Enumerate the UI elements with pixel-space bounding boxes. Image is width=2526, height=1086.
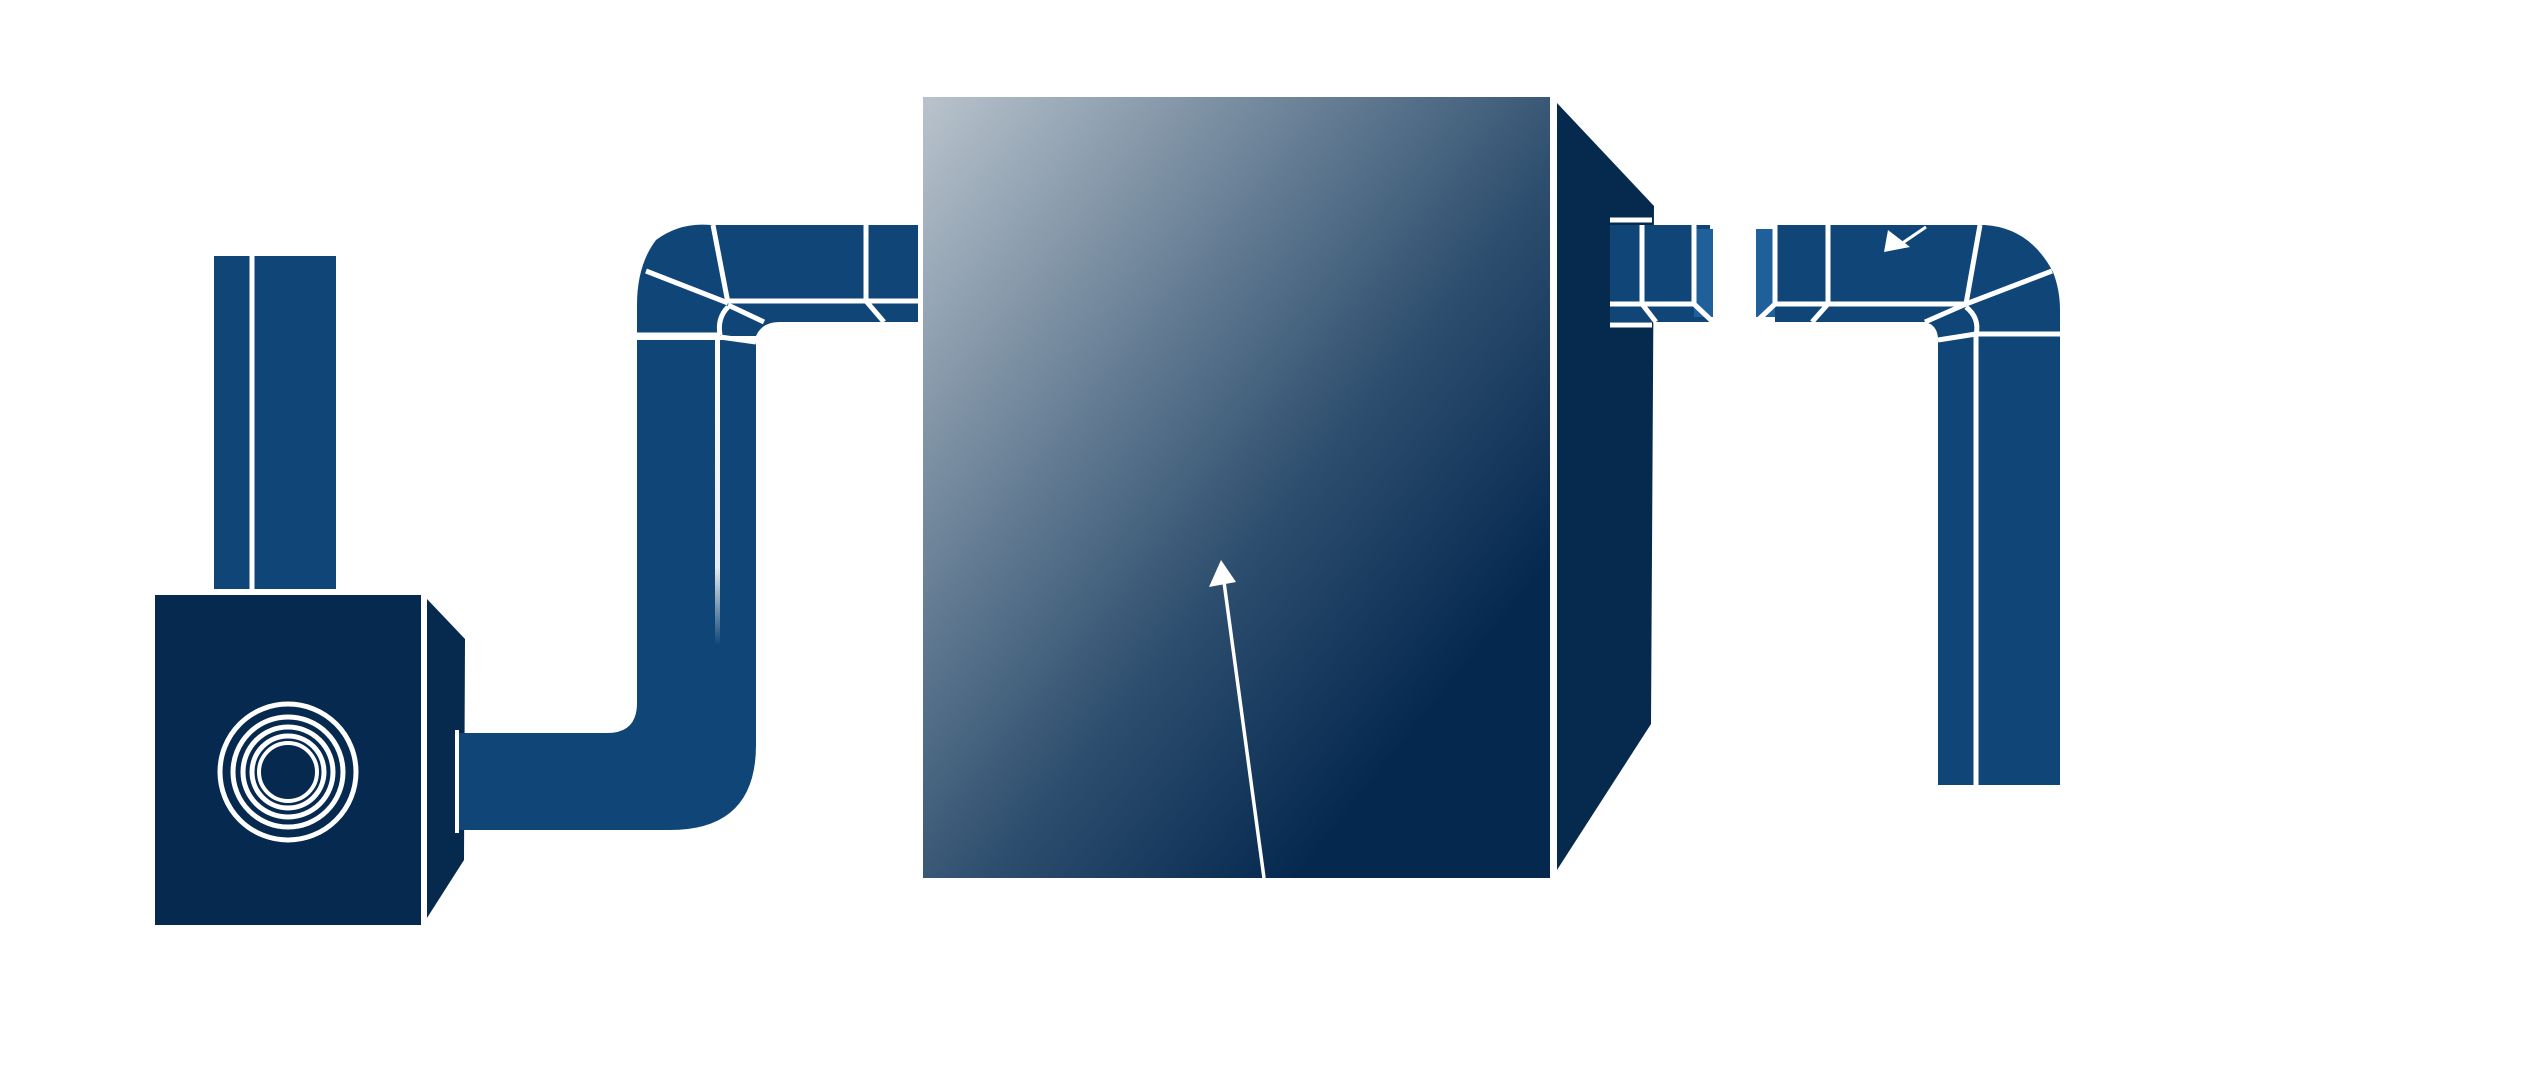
outlet-duct-seams: [1610, 217, 2060, 785]
filter-housing: [923, 97, 1654, 879]
outlet-duct: [1610, 217, 2060, 785]
exhaust-stack: [214, 256, 336, 589]
fan-icon: [217, 701, 359, 843]
outlet-arrow-icon: [1884, 225, 1927, 252]
blower-unit: [155, 595, 465, 925]
inlet-duct-seams: [637, 224, 918, 345]
airflow-arrow-icon: [1209, 560, 1266, 879]
inlet-duct: [455, 224, 918, 833]
